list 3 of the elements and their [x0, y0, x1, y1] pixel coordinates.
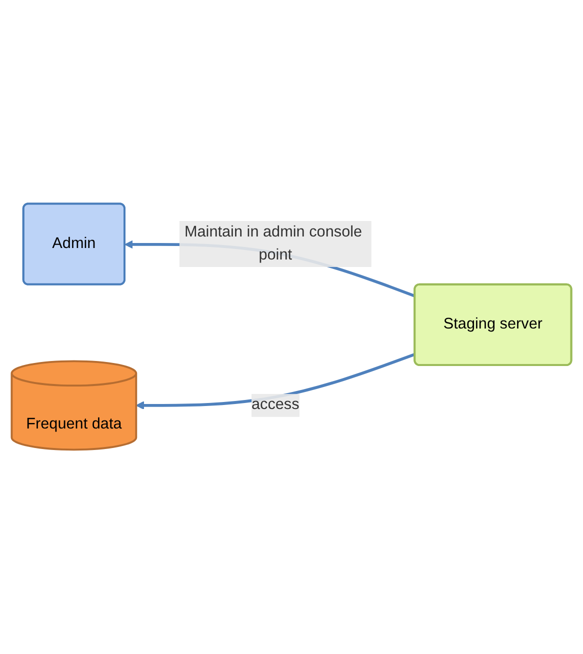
edge-label: Maintain in admin console point [184, 224, 362, 264]
arrow [136, 353, 416, 410]
edge-label: access [251, 397, 300, 414]
